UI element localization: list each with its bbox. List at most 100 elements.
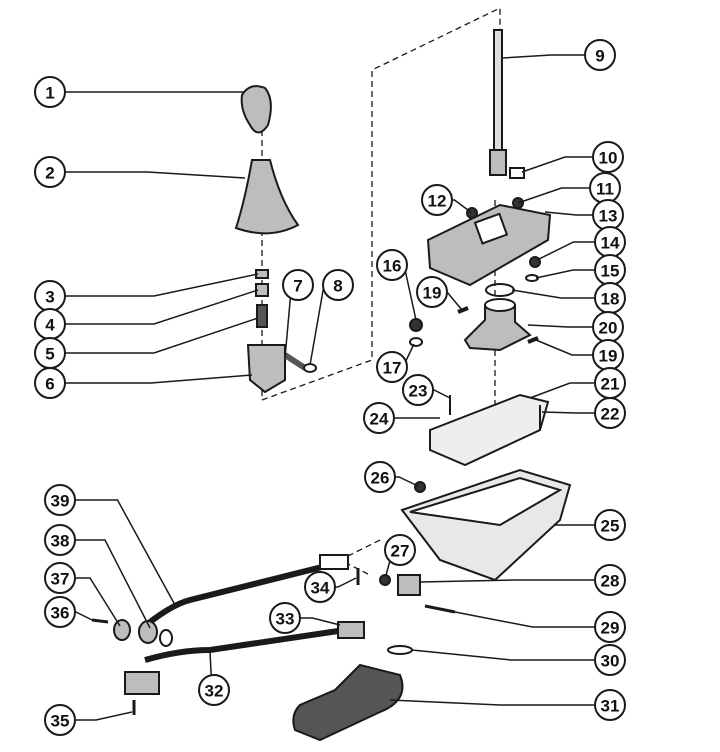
callout-number: 26	[371, 469, 390, 488]
washer	[409, 337, 423, 347]
callout-circle	[322, 269, 354, 301]
callout-6: 6	[34, 367, 253, 399]
callout-circle	[364, 461, 396, 493]
washer	[159, 629, 173, 647]
nut	[414, 481, 426, 493]
callout-circle	[269, 602, 301, 634]
callout-7: 7	[282, 269, 314, 359]
callout-number: 30	[601, 652, 620, 671]
socket-top	[484, 298, 516, 312]
callout-circle	[416, 276, 448, 308]
callout-11: 11	[517, 172, 621, 204]
callout-number: 22	[601, 405, 620, 424]
callout-number: 17	[383, 359, 402, 378]
callout-number: 1	[45, 84, 54, 103]
callout-20: 20	[527, 311, 624, 343]
callout-37: 37	[44, 562, 121, 627]
callout-number: 23	[409, 382, 428, 401]
o-ring	[485, 283, 515, 297]
callout-number: 8	[333, 277, 342, 296]
callout-number: 19	[423, 284, 442, 303]
callout-number: 35	[51, 712, 70, 731]
lever-bottom	[489, 149, 507, 176]
callout-number: 9	[595, 47, 604, 66]
shift-lever-shaft	[493, 29, 503, 161]
shift-knob	[240, 85, 272, 134]
callout-number: 28	[601, 572, 620, 591]
callout-12: 12	[421, 184, 473, 216]
callout-number: 6	[45, 375, 54, 394]
callout-number: 31	[601, 697, 620, 716]
callout-circle	[304, 571, 336, 603]
bolt	[424, 604, 456, 614]
leader-line	[511, 289, 610, 299]
leader-line	[50, 289, 259, 325]
callout-circle	[44, 596, 76, 628]
callout-number: 12	[428, 192, 447, 211]
callout-number: 32	[205, 682, 224, 701]
callout-39: 39	[44, 484, 176, 606]
callout-number: 37	[51, 570, 70, 589]
callout-number: 7	[293, 277, 302, 296]
callout-21: 21	[529, 367, 626, 399]
callout-30: 30	[411, 644, 626, 676]
callout-number: 11	[596, 180, 614, 199]
bushing	[113, 619, 131, 641]
callout-number: 18	[601, 290, 620, 309]
callout-circle	[198, 674, 230, 706]
callout-circle	[376, 249, 408, 281]
callout-10: 10	[521, 141, 624, 173]
callout-number: 13	[599, 207, 618, 226]
callout-35: 35	[44, 704, 133, 736]
callout-19: 19	[416, 276, 463, 311]
lever-housing	[246, 344, 286, 394]
nut	[379, 574, 391, 586]
callout-number: 10	[599, 149, 618, 168]
leader-line	[60, 499, 176, 606]
bushing	[138, 620, 158, 644]
leader-line	[50, 273, 259, 297]
callout-circle	[44, 562, 76, 594]
callout-23: 23	[402, 374, 451, 406]
callout-circle	[363, 402, 395, 434]
callout-circle	[594, 611, 626, 643]
callout-circle	[34, 156, 66, 188]
housing-opening	[409, 476, 563, 527]
callout-19: 19	[535, 339, 624, 371]
callout-9: 9	[501, 39, 616, 71]
callout-circle	[34, 76, 66, 108]
parts-drawing	[91, 6, 572, 742]
clip	[527, 336, 539, 344]
clamp	[397, 574, 421, 596]
callout-26: 26	[364, 461, 419, 493]
callout-number: 20	[599, 319, 618, 338]
callout-2: 2	[34, 156, 246, 188]
leader-line	[50, 171, 246, 179]
callout-15: 15	[535, 254, 626, 286]
callout-29: 29	[454, 611, 626, 643]
callout-8: 8	[309, 269, 354, 366]
callout-1: 1	[34, 76, 245, 108]
callout-circle	[594, 509, 626, 541]
bolt	[91, 618, 109, 624]
callout-number: 19	[599, 347, 618, 366]
spring-pin	[283, 352, 307, 371]
leader-line	[419, 579, 610, 583]
callout-circle	[384, 534, 416, 566]
nut	[409, 318, 423, 332]
callout-number: 39	[51, 492, 70, 511]
callout-number: 14	[601, 234, 620, 253]
callout-circle	[44, 524, 76, 556]
callout-number: 21	[601, 375, 620, 394]
callout-3: 3	[34, 273, 259, 312]
leader-line	[454, 611, 610, 628]
axis-line	[261, 6, 501, 401]
callout-circle	[594, 397, 626, 429]
leader-line	[501, 54, 600, 59]
callout-24: 24	[363, 402, 440, 434]
spring	[256, 304, 268, 328]
callout-number: 2	[45, 164, 54, 183]
callout-17: 17	[376, 343, 415, 383]
